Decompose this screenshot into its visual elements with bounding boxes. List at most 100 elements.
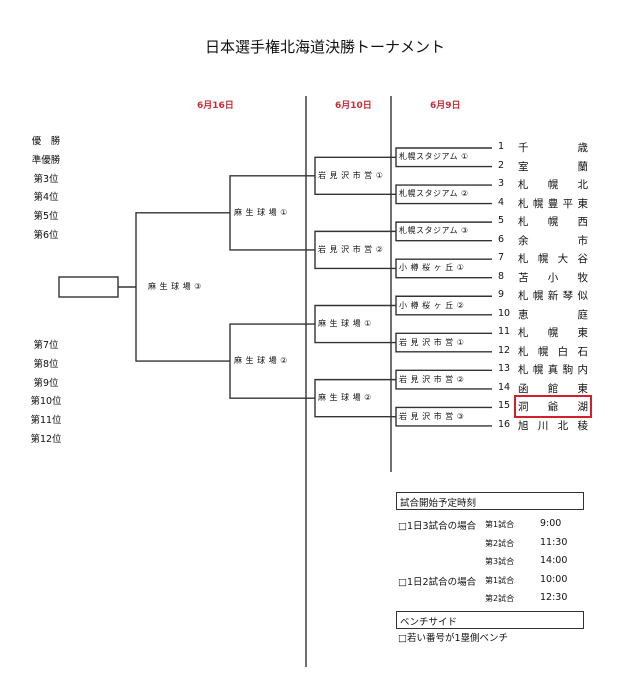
round1-venue: 岩 見 沢 市 営 ③: [399, 411, 465, 421]
team-name: 千歳: [518, 140, 588, 155]
team-name-char: 歳: [577, 142, 589, 154]
semifinal-venue: 麻 生 球 場 ②: [234, 356, 288, 366]
page-title: 日本選手権北海道決勝トーナメント: [204, 38, 445, 56]
team-name-char: 牧: [577, 271, 589, 284]
team-name-char: 幌: [547, 179, 559, 192]
schedule-game: 第2試合: [485, 594, 515, 603]
champion-box: [58, 276, 119, 298]
schedule-time: 9:00: [540, 518, 562, 529]
round1-venue: 札幌スタジアム ①: [399, 152, 469, 162]
team-name-char: 駒: [562, 364, 574, 377]
schedule-group-label: □1日3試合の場合: [398, 521, 477, 532]
round1-venue: 岩 見 沢 市 営 ②: [399, 374, 465, 384]
date-round-1: 6月9日: [430, 101, 461, 111]
team-name-char: 余: [518, 234, 529, 247]
team-number: 5: [498, 215, 505, 227]
round2-venue: 岩 見 沢 市 営 ①: [318, 170, 384, 180]
ranking-label: 第5位: [33, 211, 59, 223]
team-name-char: 石: [577, 345, 588, 358]
team-name-char: 豊: [547, 197, 559, 210]
team-number: 16: [498, 418, 511, 430]
schedule-game: 第1試合: [485, 520, 515, 529]
schedule-time: 11:30: [540, 536, 568, 548]
team-name: 室蘭: [518, 159, 588, 174]
schedule-time: 12:30: [540, 592, 568, 603]
ranking-label: 第4位: [33, 192, 59, 204]
team-number: 14: [498, 381, 511, 393]
round1-venue: 小 樽 桜 ヶ 丘 ①: [399, 263, 465, 273]
team-name-char: 幌: [547, 327, 559, 340]
round1-venue: 札幌スタジアム ③: [399, 226, 469, 236]
team-name-char: 札: [518, 364, 529, 377]
team-name-char: 幌: [537, 345, 549, 358]
round1-venue: 小 樽 桜 ヶ 丘 ②: [399, 300, 465, 310]
team-number: 4: [498, 196, 505, 208]
team-name-char: 札: [518, 345, 529, 358]
team-name-char: 札: [518, 327, 529, 340]
team-number: 13: [498, 363, 511, 375]
ranking-label: 第3位: [33, 173, 59, 185]
team-number: 2: [498, 159, 505, 171]
team-name-char: 東: [577, 327, 589, 340]
round2-venue: 岩 見 沢 市 営 ②: [318, 244, 384, 254]
team-name-char: 旭: [518, 419, 529, 432]
team-name-char: 庭: [577, 308, 589, 321]
team-name-char: 幌: [547, 216, 559, 229]
round1-venue: 岩 見 沢 市 営 ①: [399, 337, 465, 347]
team-name-char: 北: [557, 419, 569, 432]
team-name: 札幌新琴似: [518, 288, 588, 303]
team-name: 洞爺湖: [514, 395, 592, 419]
bench-note: □若い番号が1塁側ベンチ: [398, 633, 509, 644]
team-name-char: 札: [518, 197, 529, 210]
team-name: 札幌北: [518, 177, 588, 192]
schedule-time: 14:00: [540, 555, 568, 566]
team-name-char: 札: [518, 253, 529, 266]
team-name-char: 室: [518, 160, 529, 173]
final-venue: 麻 生 球 場 ③: [148, 281, 202, 291]
team-name-char: 札: [518, 179, 529, 192]
team-name-char: 似: [577, 290, 589, 303]
ranking-label: 第8位: [33, 358, 59, 370]
date-final-round: 6月16日: [197, 101, 234, 111]
round2-venue: 麻 生 球 場 ②: [318, 393, 372, 403]
team-name-char: 稜: [577, 419, 588, 432]
team-name-char: 東: [577, 197, 589, 210]
ranking-label: 準優勝: [31, 154, 61, 166]
team-number: 15: [498, 400, 511, 412]
team-number: 11: [498, 326, 511, 338]
team-name-char: 苫: [518, 271, 529, 284]
team-number: 7: [498, 252, 505, 264]
team-name-char: 小: [547, 271, 559, 284]
date-round-2: 6月10日: [335, 101, 372, 111]
team-number: 12: [498, 344, 511, 356]
team-name: 札幌西: [518, 214, 588, 229]
ranking-label: 第10位: [30, 396, 62, 408]
team-name: 恵庭: [518, 307, 588, 322]
team-number: 3: [498, 178, 505, 190]
team-name-char: 恵: [518, 308, 529, 321]
team-name-char: 西: [577, 216, 589, 229]
team-name-char: 幌: [537, 253, 549, 266]
team-name-char: 平: [562, 197, 574, 210]
team-name-char: 幌: [532, 364, 544, 377]
team-name-char: 洞: [518, 401, 529, 414]
team-name-char: 館: [547, 382, 559, 395]
team-name: 札幌白石: [518, 344, 588, 359]
team-name-char: 内: [577, 364, 589, 377]
team-name-char: 函: [518, 382, 529, 395]
team-name: 函館東: [518, 381, 588, 396]
schedule-game: 第1試合: [485, 575, 515, 585]
ranking-label: 第9位: [33, 377, 59, 389]
team-name-char: 北: [577, 179, 589, 192]
team-name-char: 蘭: [577, 160, 589, 173]
ranking-label: 第12位: [30, 434, 62, 445]
schedule-time: 10:00: [540, 573, 568, 585]
round2-venue: 麻 生 球 場 ①: [318, 319, 372, 329]
team-name-char: 札: [518, 290, 529, 303]
team-name: 旭川北稜: [518, 418, 588, 433]
team-number: 9: [498, 289, 505, 301]
team-name-char: 新: [547, 290, 559, 303]
team-name-char: 東: [577, 382, 589, 395]
final-bracket: [135, 212, 230, 362]
